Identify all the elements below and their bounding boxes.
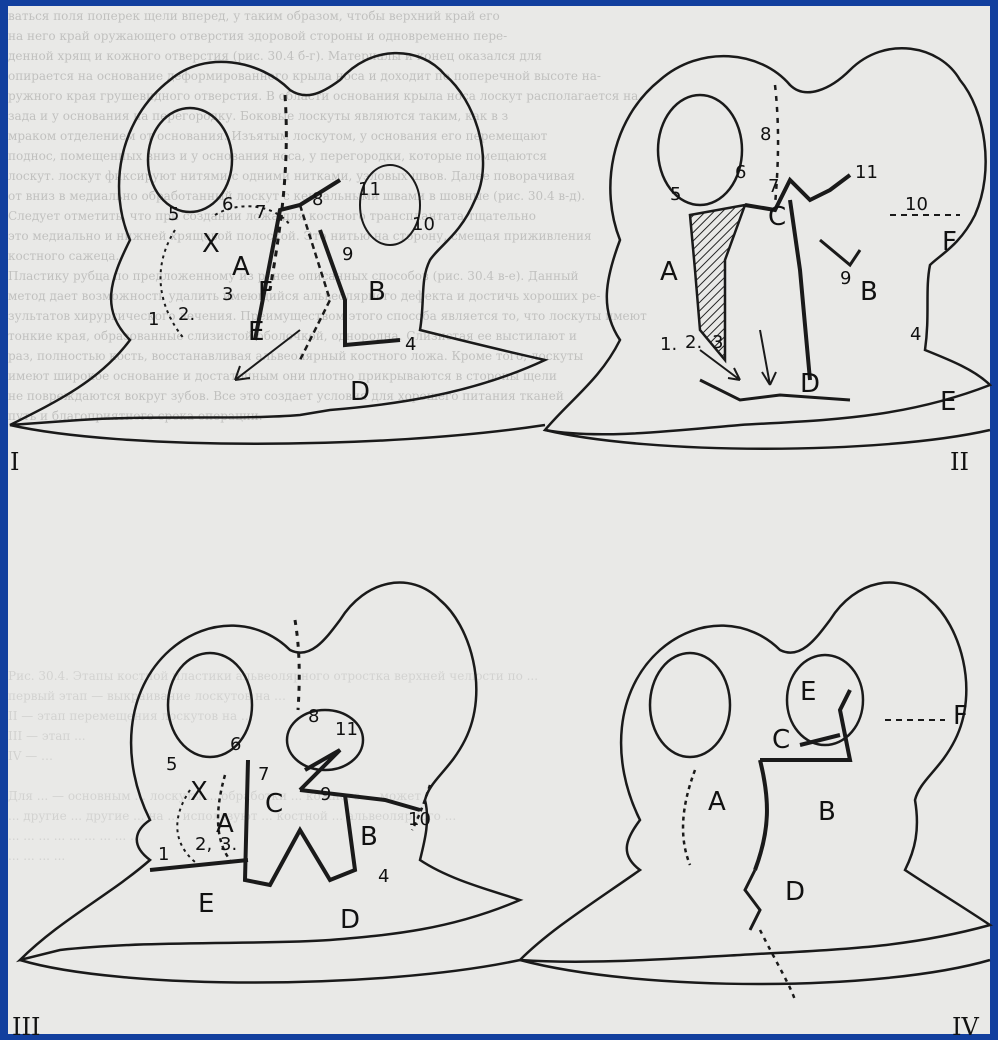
panel-4: A B C D E F IV (520, 583, 990, 1040)
label-num: 1. (660, 334, 677, 355)
label-num: 4 (405, 334, 416, 355)
label-D: D (800, 369, 820, 399)
nostril-left (650, 653, 730, 757)
label-E: E (248, 317, 264, 347)
flap-outline (745, 870, 760, 930)
label-B: B (368, 277, 386, 307)
label-F: F (953, 701, 968, 731)
label-num: 4 (910, 324, 921, 345)
label-F: F (942, 227, 957, 257)
label-C: C (265, 789, 283, 819)
flap-outline (745, 175, 850, 210)
label-num: 8 (308, 706, 319, 727)
label-num: 1 (148, 309, 159, 330)
flap-outline (255, 180, 340, 340)
label-num: 6 (735, 162, 746, 183)
panel-numeral: III (12, 1013, 40, 1040)
lip-line (20, 960, 520, 983)
label-num: 9 (840, 268, 851, 289)
label-num: 11 (358, 179, 381, 200)
incision-line (760, 930, 795, 1000)
panel-numeral: II (950, 448, 969, 476)
label-num: 3 (712, 332, 723, 353)
incision-line (270, 95, 286, 290)
label-num: 10 (905, 194, 928, 215)
label-C: C (772, 725, 790, 755)
label-C: C (768, 202, 786, 232)
incision-line (683, 770, 695, 865)
flap-outline (320, 230, 400, 345)
face-outline (20, 583, 520, 960)
label-num: 7 (768, 176, 779, 197)
flap-outline (300, 205, 330, 360)
panel-numeral: IV (952, 1013, 979, 1040)
label-X: X (202, 229, 220, 259)
label-D: D (340, 905, 360, 935)
label-num: 5 (166, 754, 177, 775)
label-num: 10 (408, 809, 431, 830)
label-B: B (360, 822, 378, 852)
label-num: 2. (178, 304, 195, 325)
panel-2: A B C D E F 1. 2. 3 4 5 6 7 8 9 10 11 II (545, 48, 990, 476)
panel-numeral: I (10, 448, 19, 476)
flap-outline (820, 240, 860, 265)
label-num: 5 (670, 184, 681, 205)
label-num: 8 (760, 124, 771, 145)
label-num: 7 (255, 202, 266, 223)
label-num: 9 (320, 784, 331, 805)
label-E: E (198, 889, 214, 919)
lip-line (10, 425, 545, 444)
label-D: D (785, 877, 805, 907)
label-num: 3. (220, 834, 237, 855)
label-X: X (190, 777, 208, 807)
arrow (760, 330, 776, 385)
panel-3: A B C D E X 1 2, 3. 4 5 6 7 8 9 10 11 II… (12, 583, 520, 1040)
label-B: B (860, 277, 878, 307)
label-num: 11 (855, 162, 878, 183)
nostril-right (360, 165, 420, 245)
lip-line (545, 430, 990, 449)
label-B: B (818, 797, 836, 827)
incision-line (295, 620, 299, 710)
label-num: 9 (342, 244, 353, 265)
label-num: 6 (222, 194, 233, 215)
flap-outline (755, 760, 767, 870)
flap-outline (790, 200, 810, 380)
label-num: 3 (222, 284, 233, 305)
label-num: 11 (335, 719, 358, 740)
arrow (235, 330, 300, 380)
label-A: A (708, 787, 726, 817)
label-F: F (258, 277, 273, 307)
label-num: 5 (168, 204, 179, 225)
label-E: E (940, 387, 956, 417)
label-num: 2, (195, 834, 212, 855)
flap-outline (700, 380, 850, 400)
flap-outline (300, 750, 420, 810)
label-num: 4 (378, 866, 389, 887)
label-num: 6 (230, 734, 241, 755)
nostril-right (787, 655, 863, 745)
label-num: 1 (158, 844, 169, 865)
label-num: 10 (412, 214, 435, 235)
label-E: E (800, 677, 816, 707)
lip-line (520, 960, 990, 984)
label-num: 8 (312, 189, 323, 210)
nostril-left (148, 108, 232, 212)
label-A: A (232, 252, 250, 282)
label-D: D (350, 377, 370, 407)
panel-1: A B D E F X 1 2. 3 4 5 6 7 8 9 10 11 I (10, 53, 545, 476)
label-num: 7 (258, 764, 269, 785)
label-num: 2. (685, 332, 702, 353)
label-A: A (660, 257, 678, 287)
